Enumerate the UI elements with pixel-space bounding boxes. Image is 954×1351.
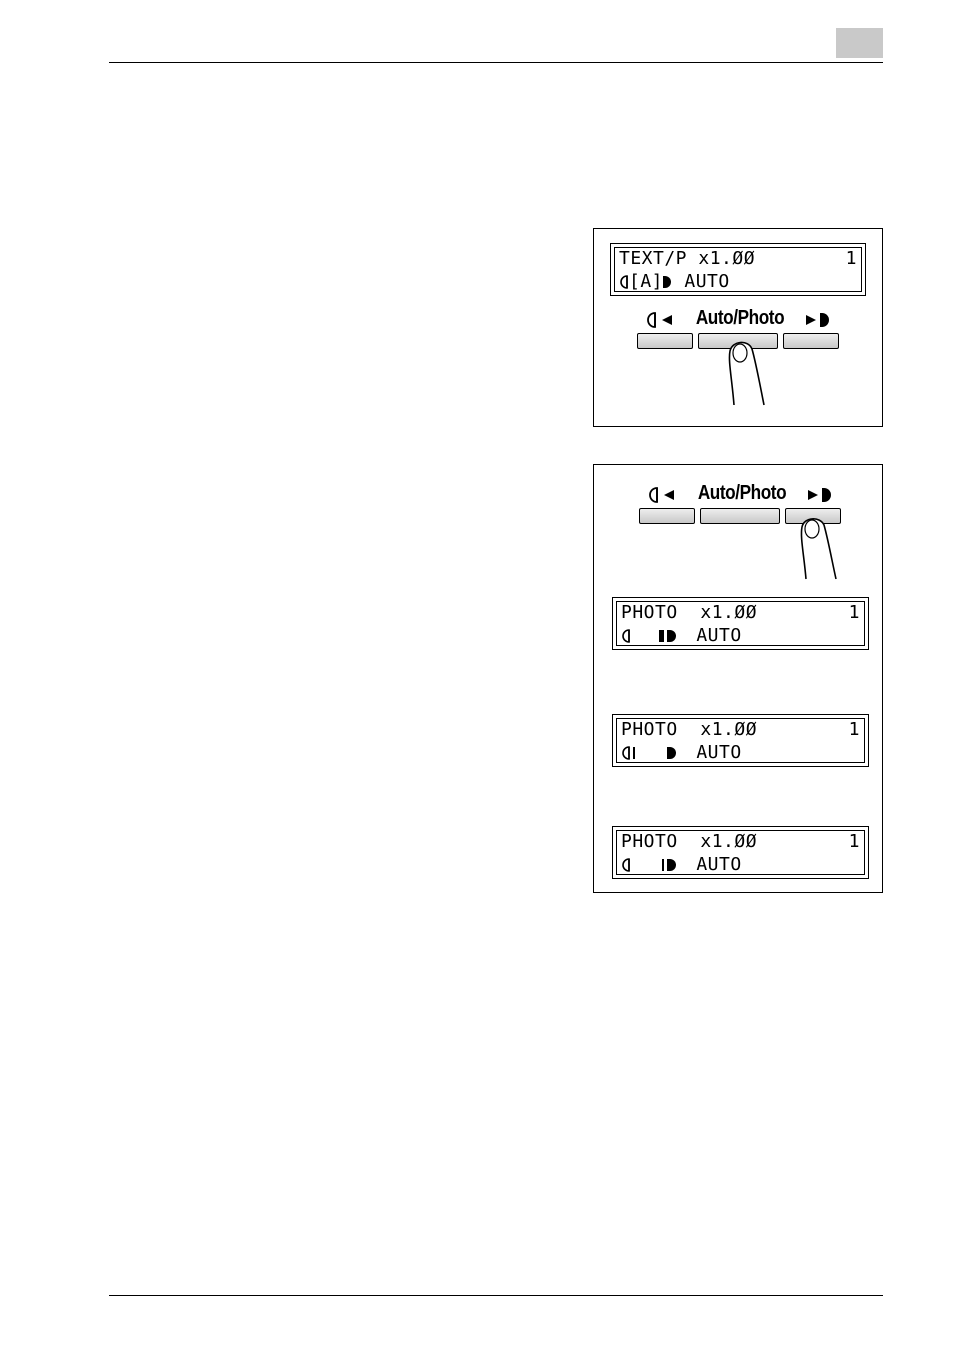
lcd-line-1: PHOTO x1.ØØ 1 <box>621 602 860 624</box>
footer-rule <box>109 1295 883 1296</box>
lcd-inner-frame: TEXT/P x1.ØØ 1 [A] AUTO <box>614 247 862 292</box>
lcd-display-lightest: PHOTO x1.ØØ 1 AUTO <box>612 714 869 767</box>
auto-photo-key[interactable] <box>700 508 780 524</box>
lcd-paper: AUTO <box>684 271 729 292</box>
lcd-line-1: PHOTO x1.ØØ 1 <box>621 719 860 741</box>
lcd-line-1: PHOTO x1.ØØ 1 <box>621 831 860 853</box>
auto-photo-label: Auto/Photo <box>690 307 790 330</box>
lcd-zoom: x1.ØØ <box>700 719 757 740</box>
density-scale-medium-icon <box>621 857 685 873</box>
lcd-mode: PHOTO <box>621 719 678 740</box>
lighter-arrow-icon <box>648 486 678 504</box>
lcd-copy-count: 1 <box>849 602 860 624</box>
darker-key[interactable] <box>783 333 839 349</box>
lcd-line-2: AUTO <box>621 625 860 647</box>
figure-auto-photo-panel: TEXT/P x1.ØØ 1 [A] AUTO Auto/Photo <box>593 228 883 427</box>
lcd-line-2: AUTO <box>621 742 860 764</box>
pressing-finger-icon <box>720 339 770 409</box>
header-rule <box>109 62 883 63</box>
lcd-mode: TEXT/P <box>619 248 687 269</box>
lcd-paper: AUTO <box>696 625 741 646</box>
lcd-zoom: x1.ØØ <box>698 248 755 269</box>
darker-arrow-icon <box>802 311 832 329</box>
lcd-inner-frame: PHOTO x1.ØØ 1 AUTO <box>616 718 865 763</box>
lcd-display: TEXT/P x1.ØØ 1 [A] AUTO <box>610 243 866 296</box>
lcd-line-1: TEXT/P x1.ØØ 1 <box>619 248 857 270</box>
lcd-line-2: AUTO <box>621 854 860 876</box>
lcd-mode: PHOTO <box>621 831 678 852</box>
density-button-labels-2: Auto/Photo <box>636 482 846 508</box>
lighter-key[interactable] <box>639 508 695 524</box>
lcd-copy-count: 1 <box>849 831 860 853</box>
lcd-copy-count: 1 <box>849 719 860 741</box>
lighter-key[interactable] <box>637 333 693 349</box>
density-scale-lightest-icon <box>621 745 685 761</box>
chapter-tab <box>836 28 883 58</box>
auto-photo-label: Auto/Photo <box>692 482 792 505</box>
lcd-zoom: x1.ØØ <box>700 602 757 623</box>
lcd-paper: AUTO <box>696 854 741 875</box>
lighter-arrow-icon <box>646 311 676 329</box>
lcd-zoom: x1.ØØ <box>700 831 757 852</box>
lcd-line-2: [A] AUTO <box>619 271 857 293</box>
darker-arrow-icon <box>804 486 834 504</box>
lcd-display-darker: PHOTO x1.ØØ 1 AUTO <box>612 597 869 650</box>
lcd-inner-frame: PHOTO x1.ØØ 1 AUTO <box>616 601 865 646</box>
lighter-density-icon <box>619 274 629 290</box>
pressing-finger-icon <box>794 517 844 583</box>
density-button-labels: Auto/Photo <box>634 307 844 333</box>
density-scale-darker-icon <box>621 628 685 644</box>
lcd-auto-exposure: [A] <box>629 271 663 292</box>
lcd-copy-count: 1 <box>846 248 857 270</box>
darker-density-icon <box>663 274 673 290</box>
lcd-mode: PHOTO <box>621 602 678 623</box>
figure-density-panel: Auto/Photo PHOTO x1.ØØ 1 AUTO PHOTO x1.ØØ… <box>593 464 883 893</box>
lcd-paper: AUTO <box>696 742 741 763</box>
lcd-inner-frame: PHOTO x1.ØØ 1 AUTO <box>616 830 865 875</box>
lcd-display-medium: PHOTO x1.ØØ 1 AUTO <box>612 826 869 879</box>
